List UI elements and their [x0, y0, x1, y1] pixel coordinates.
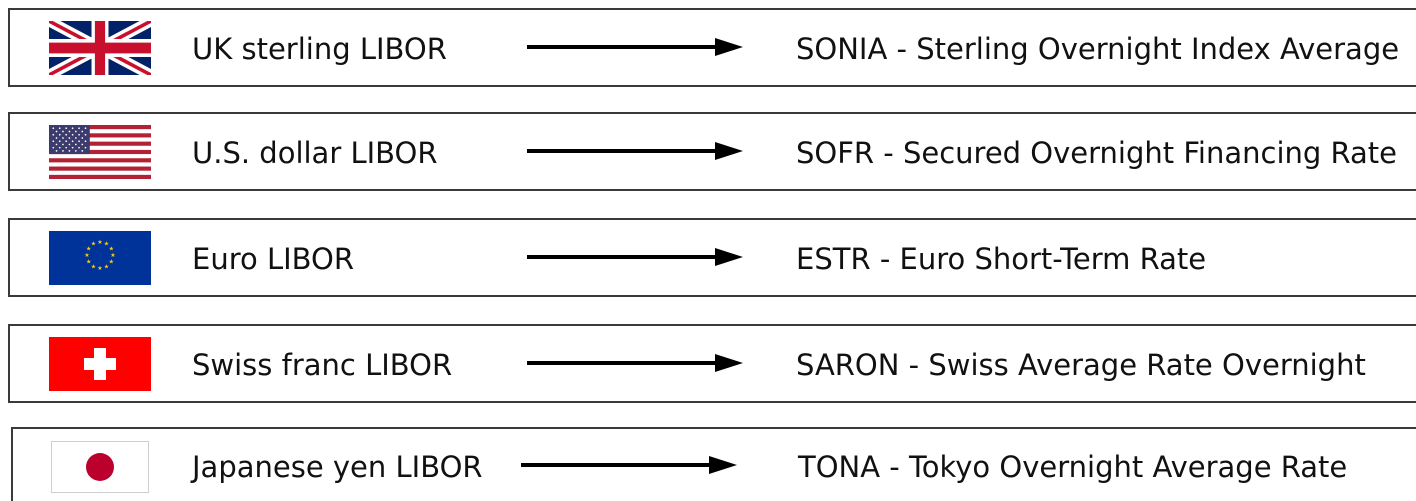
svg-text:★: ★	[110, 252, 115, 259]
new-rate-label: ESTR - Euro Short-Term Rate	[796, 242, 1207, 276]
svg-text:★: ★	[104, 241, 109, 248]
svg-text:★: ★	[97, 265, 102, 272]
svg-text:★: ★	[104, 263, 109, 270]
old-rate-label: Euro LIBOR	[192, 242, 355, 276]
svg-text:★: ★	[86, 259, 91, 266]
svg-text:★: ★	[97, 239, 102, 246]
svg-text:★: ★	[84, 252, 89, 259]
new-rate-label: SARON - Swiss Average Rate Overnight	[796, 348, 1366, 382]
us-flag-icon	[49, 125, 151, 179]
eu-flag-icon: ★ ★ ★ ★ ★ ★ ★ ★ ★ ★ ★ ★	[49, 231, 151, 285]
svg-text:★: ★	[109, 246, 114, 253]
old-rate-label: U.S. dollar LIBOR	[192, 136, 438, 170]
svg-text:★: ★	[91, 263, 96, 270]
arrow-right-icon	[527, 142, 743, 160]
old-rate-label: UK sterling LIBOR	[192, 32, 447, 66]
new-rate-label: SOFR - Secured Overnight Financing Rate	[796, 136, 1398, 170]
svg-text:★: ★	[91, 241, 96, 248]
uk-flag-icon	[49, 21, 151, 75]
old-rate-label: Swiss franc LIBOR	[192, 348, 453, 382]
svg-text:★: ★	[109, 259, 114, 266]
new-rate-label: TONA - Tokyo Overnight Average Rate	[798, 450, 1348, 484]
japan-flag-icon	[51, 441, 149, 493]
mapping-row-eu: ★ ★ ★ ★ ★ ★ ★ ★ ★ ★ ★ ★ Euro LIBOR ESTR …	[8, 218, 1416, 297]
mapping-row-uk: UK sterling LIBOR SONIA - Sterling Overn…	[8, 8, 1416, 87]
new-rate-label: SONIA - Sterling Overnight Index Average	[796, 32, 1400, 66]
arrow-right-icon	[527, 248, 743, 266]
swiss-flag-icon	[49, 337, 151, 391]
mapping-row-us: U.S. dollar LIBOR SOFR - Secured Overnig…	[8, 112, 1416, 191]
svg-text:★: ★	[86, 246, 91, 253]
arrow-right-icon	[527, 354, 743, 372]
mapping-row-japan: Japanese yen LIBOR TONA - Tokyo Overnigh…	[11, 427, 1416, 501]
mapping-row-swiss: Swiss franc LIBOR SARON - Swiss Average …	[8, 324, 1416, 403]
old-rate-label: Japanese yen LIBOR	[192, 450, 483, 484]
arrow-right-icon	[521, 456, 737, 474]
arrow-right-icon	[527, 38, 743, 56]
